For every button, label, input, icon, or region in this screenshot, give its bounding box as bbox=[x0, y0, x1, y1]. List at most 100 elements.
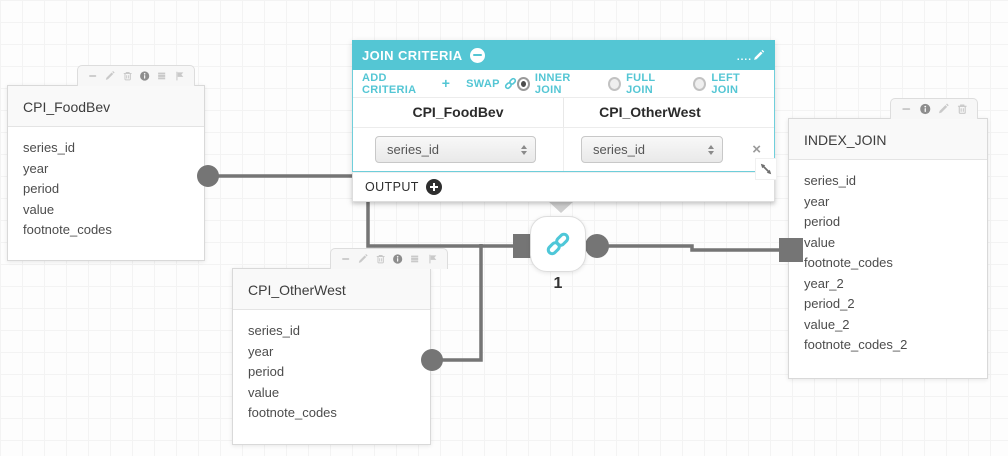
edge-join-to-indexjoin bbox=[608, 244, 780, 252]
resize-icon bbox=[760, 163, 772, 175]
field-row[interactable]: year bbox=[804, 193, 830, 209]
join-node-label: 1 bbox=[553, 275, 563, 292]
field-row[interactable]: year_2 bbox=[804, 275, 844, 291]
field-row[interactable]: value bbox=[248, 384, 280, 400]
field-row[interactable]: value bbox=[23, 201, 55, 217]
join-node[interactable] bbox=[530, 216, 586, 272]
criteria-row: series_id series_id × bbox=[353, 127, 774, 171]
select-arrows-icon bbox=[521, 144, 527, 155]
info-icon[interactable] bbox=[919, 102, 932, 116]
table-title: CPI_OtherWest bbox=[233, 269, 430, 310]
info-icon[interactable] bbox=[139, 69, 150, 83]
field-list: series_id year period value footnote_cod… bbox=[8, 127, 204, 252]
join-type-inner[interactable]: INNER JOIN bbox=[516, 71, 595, 96]
left-field-select[interactable]: series_id bbox=[375, 136, 536, 163]
field-row[interactable]: period bbox=[248, 364, 285, 379]
field-row[interactable]: series_id bbox=[804, 173, 857, 188]
minus-icon[interactable] bbox=[87, 69, 98, 83]
field-row[interactable]: year bbox=[23, 160, 49, 176]
trash-icon[interactable] bbox=[956, 102, 969, 116]
rename-control[interactable]: .... bbox=[737, 49, 765, 62]
pencil-icon[interactable] bbox=[104, 69, 115, 83]
info-icon[interactable] bbox=[392, 252, 403, 266]
radio-inner-join-icon[interactable] bbox=[516, 76, 530, 91]
pencil-icon[interactable] bbox=[357, 252, 368, 266]
minus-icon[interactable] bbox=[900, 102, 913, 116]
select-arrows-icon bbox=[708, 144, 714, 155]
field-row[interactable]: footnote_codes_2 bbox=[804, 337, 908, 352]
right-field-select[interactable]: series_id bbox=[581, 136, 723, 163]
field-row[interactable]: series_id bbox=[23, 140, 76, 155]
swap-link-icon bbox=[504, 77, 516, 90]
join-type-group: INNER JOIN FULL JOIN LEFT JOIN bbox=[516, 71, 765, 96]
table-card-index-join[interactable]: INDEX_JOIN series_id year period value f… bbox=[788, 98, 988, 379]
card-toolbar bbox=[77, 65, 195, 86]
flag-icon[interactable] bbox=[174, 69, 185, 83]
panel-caret bbox=[548, 201, 574, 213]
edge-foodbev-to-join bbox=[208, 174, 516, 248]
output-label: OUTPUT bbox=[365, 180, 419, 194]
rows-icon[interactable] bbox=[156, 69, 167, 83]
right-criteria-cell: series_id × bbox=[564, 128, 774, 171]
add-criteria-button[interactable]: ADD CRITERIA + bbox=[362, 72, 450, 96]
field-row[interactable]: year bbox=[248, 343, 274, 359]
join-type-full[interactable]: FULL JOIN bbox=[608, 72, 680, 96]
table-title: INDEX_JOIN bbox=[789, 119, 987, 160]
port-otherwest-output[interactable] bbox=[421, 349, 443, 371]
swap-label: SWAP bbox=[466, 77, 500, 90]
card-toolbar bbox=[330, 248, 448, 269]
left-field-value: series_id bbox=[387, 142, 440, 157]
panel-title: JOIN CRITERIA bbox=[362, 47, 463, 63]
panel-body: ADD CRITERIA + SWAP INNER JOIN bbox=[352, 70, 775, 172]
table-card-cpi-foodbev[interactable]: CPI_FoodBev series_id year period value … bbox=[7, 65, 205, 261]
rename-pencil-icon bbox=[754, 49, 765, 60]
remove-criteria-button[interactable]: × bbox=[752, 141, 761, 158]
rows-icon[interactable] bbox=[409, 252, 420, 266]
table-card-cpi-otherwest[interactable]: CPI_OtherWest series_id year period valu… bbox=[232, 248, 448, 445]
field-row[interactable]: value bbox=[804, 234, 836, 250]
add-plus-icon: + bbox=[441, 75, 451, 91]
field-row[interactable]: value_2 bbox=[804, 316, 850, 332]
inner-join-label: INNER JOIN bbox=[534, 71, 571, 96]
port-foodbev-output[interactable] bbox=[197, 165, 219, 187]
left-join-label: LEFT JOIN bbox=[711, 71, 741, 96]
left-criteria-cell: series_id bbox=[353, 128, 564, 171]
field-row[interactable]: period bbox=[23, 181, 60, 196]
field-row[interactable]: footnote_codes bbox=[804, 255, 893, 270]
right-field-value: series_id bbox=[593, 142, 646, 157]
left-table-header: CPI_FoodBev bbox=[353, 98, 564, 127]
field-row[interactable]: period bbox=[804, 214, 841, 229]
join-criteria-panel: JOIN CRITERIA .... ADD CRITERIA + SWAP bbox=[352, 40, 777, 202]
rename-dots: .... bbox=[736, 51, 752, 63]
full-join-label: FULL JOIN bbox=[626, 71, 656, 96]
field-row[interactable]: series_id bbox=[248, 323, 301, 338]
field-row[interactable]: footnote_codes bbox=[248, 405, 337, 420]
resize-handle[interactable] bbox=[755, 158, 777, 180]
trash-icon[interactable] bbox=[122, 69, 133, 83]
swap-button[interactable]: SWAP bbox=[466, 77, 517, 90]
card-toolbar bbox=[890, 98, 978, 119]
add-criteria-label: ADD CRITERIA bbox=[362, 71, 417, 96]
field-row[interactable]: period_2 bbox=[804, 296, 855, 311]
field-list: series_id year period value footnote_cod… bbox=[233, 310, 430, 435]
field-row[interactable]: footnote_codes bbox=[23, 222, 112, 237]
pencil-icon[interactable] bbox=[937, 102, 950, 116]
radio-full-join-icon[interactable] bbox=[608, 76, 622, 91]
trash-icon[interactable] bbox=[375, 252, 386, 266]
table-title: CPI_FoodBev bbox=[8, 86, 204, 127]
link-icon bbox=[546, 232, 570, 256]
minus-icon[interactable] bbox=[340, 252, 351, 266]
flag-icon[interactable] bbox=[427, 252, 438, 266]
right-table-header: CPI_OtherWest bbox=[599, 104, 701, 120]
radio-left-join-icon[interactable] bbox=[693, 76, 707, 91]
column-header-row: CPI_FoodBev CPI_OtherWest bbox=[353, 97, 774, 127]
panel-header[interactable]: JOIN CRITERIA .... bbox=[352, 40, 775, 70]
output-plus-button[interactable] bbox=[425, 179, 442, 195]
port-join-output[interactable] bbox=[585, 234, 609, 258]
criteria-toolbar: ADD CRITERIA + SWAP INNER JOIN bbox=[353, 70, 774, 97]
join-type-left[interactable]: LEFT JOIN bbox=[693, 72, 765, 96]
collapse-icon[interactable] bbox=[469, 47, 485, 63]
port-indexjoin-input[interactable] bbox=[779, 238, 803, 262]
